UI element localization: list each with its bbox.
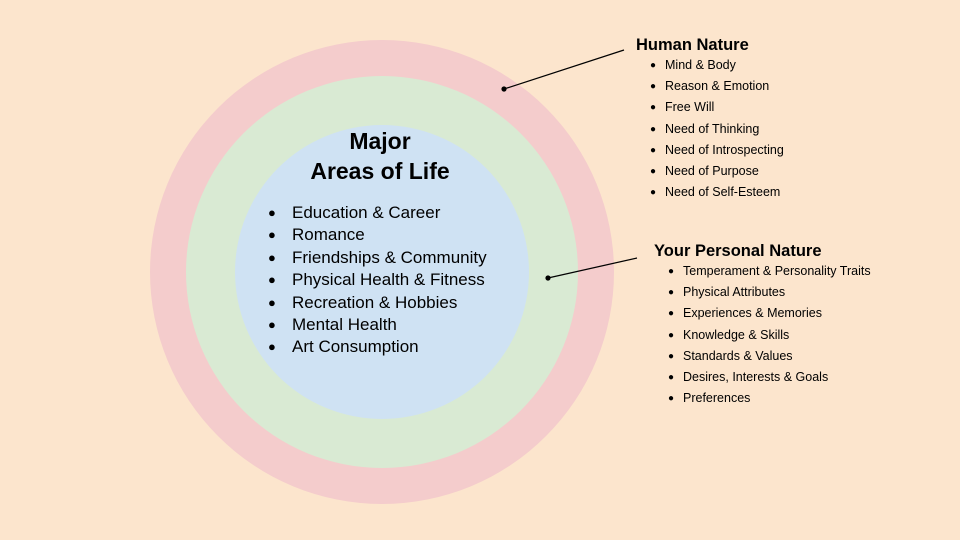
list-item: ●Experiences & Memories xyxy=(668,303,871,324)
list-item: ●Temperament & Personality Traits xyxy=(668,261,871,282)
bullet-icon: ● xyxy=(268,294,276,310)
personal-nature-title: Your Personal Nature xyxy=(654,242,822,260)
human-nature-connector-dot xyxy=(501,86,507,92)
list-item: ●Need of Introspecting xyxy=(650,140,784,161)
list-item: ●Free Will xyxy=(650,97,784,118)
bullet-icon: ● xyxy=(650,144,657,156)
inner-circle-major-areas xyxy=(235,125,529,419)
bullet-icon: ● xyxy=(668,350,675,362)
bullet-icon: ● xyxy=(268,339,276,355)
center-title-line-1: Major xyxy=(349,128,411,154)
list-item: ●Need of Thinking xyxy=(650,119,784,140)
list-item: ●Desires, Interests & Goals xyxy=(668,367,871,388)
list-item: ●Reason & Emotion xyxy=(650,76,784,97)
bullet-icon: ● xyxy=(668,372,675,384)
bullet-icon: ● xyxy=(650,166,657,178)
bullet-icon: ● xyxy=(650,81,657,93)
human-nature-title: Human Nature xyxy=(636,36,749,54)
bullet-icon: ● xyxy=(650,187,657,199)
bullet-icon: ● xyxy=(650,60,657,71)
bullet-icon: ● xyxy=(668,266,675,277)
personal-nature-connector-line xyxy=(547,257,638,279)
bullet-icon: ● xyxy=(668,287,675,299)
list-item: ●Mind & Body xyxy=(650,55,784,76)
personal-nature-list: ●Temperament & Personality Traits ●Physi… xyxy=(668,261,871,409)
list-item: ●Friendships & Community xyxy=(268,247,487,269)
bullet-icon: ● xyxy=(668,329,675,341)
major-areas-list: ●Education & Career ●Romance ●Friendship… xyxy=(268,202,487,359)
center-title: Major Areas of Life xyxy=(260,126,500,186)
bullet-icon: ● xyxy=(268,227,276,243)
list-item: ●Recreation & Hobbies xyxy=(268,292,487,314)
list-item: ●Knowledge & Skills xyxy=(668,325,871,346)
human-nature-connector-line xyxy=(503,49,625,90)
list-item: ●Romance xyxy=(268,224,487,246)
bullet-icon: ● xyxy=(268,317,276,333)
bullet-icon: ● xyxy=(268,272,276,288)
bullet-icon: ● xyxy=(668,308,675,320)
list-item: ●Standards & Values xyxy=(668,346,871,367)
bullet-icon: ● xyxy=(650,102,657,114)
list-item: ●Need of Self-Esteem xyxy=(650,182,784,203)
list-item: ●Art Consumption xyxy=(268,336,487,358)
list-item: ●Physical Health & Fitness xyxy=(268,269,487,291)
list-item: ●Need of Purpose xyxy=(650,161,784,182)
human-nature-list: ●Mind & Body ●Reason & Emotion ●Free Wil… xyxy=(650,55,784,203)
bullet-icon: ● xyxy=(668,393,675,405)
bullet-icon: ● xyxy=(268,249,276,265)
list-item: ●Physical Attributes xyxy=(668,282,871,303)
personal-nature-connector-dot xyxy=(545,275,551,281)
center-title-line-2: Areas of Life xyxy=(310,158,450,184)
bullet-icon: ● xyxy=(650,123,657,135)
bullet-icon: ● xyxy=(268,205,276,220)
list-item: ●Mental Health xyxy=(268,314,487,336)
list-item: ●Education & Career xyxy=(268,202,487,224)
list-item: ●Preferences xyxy=(668,388,871,409)
